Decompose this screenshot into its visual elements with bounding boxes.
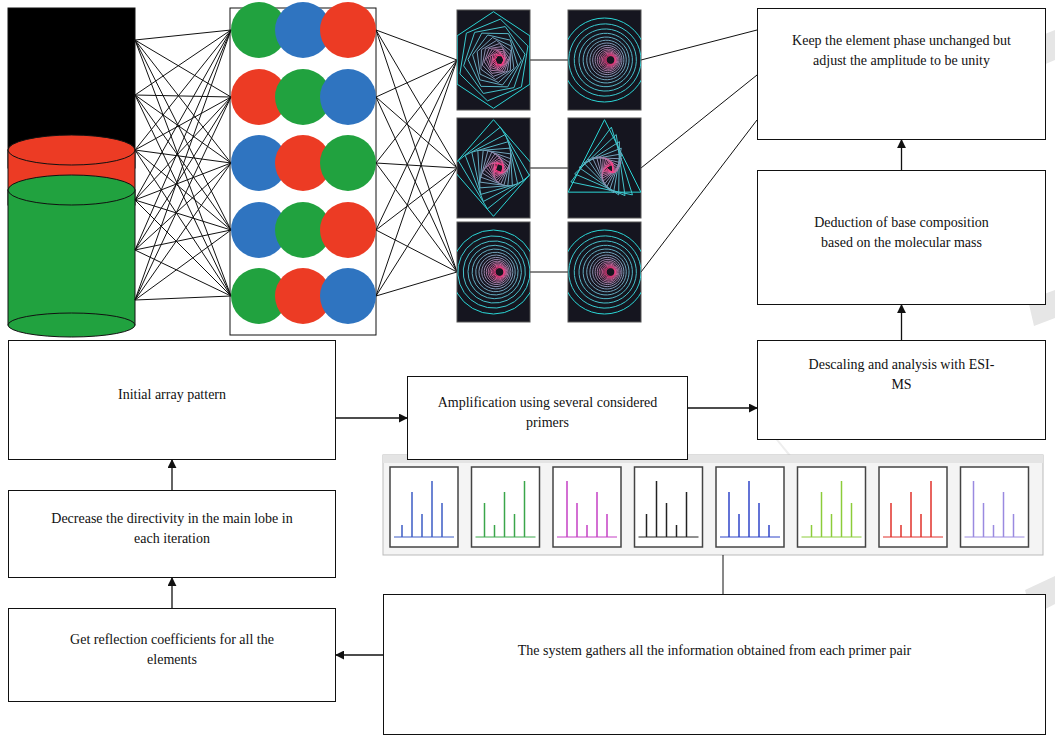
cylinder-stack [8,8,135,337]
process-box: Initial array pattern [8,340,336,460]
box-label: Keep the element phase unchanged but adj… [787,31,1017,70]
spiral-image [563,10,647,110]
flow-arrow [901,140,902,170]
network-lines [135,30,757,300]
grid-circle [320,135,376,191]
circle-grid [231,2,376,324]
process-box: Amplification using several considered p… [407,376,688,460]
box-label: Get reflection coefficients for all the … [57,630,287,669]
process-box: Get reflection coefficients for all the … [8,608,336,702]
spectrum-panel [961,467,1029,547]
spectrum-panel [798,467,866,547]
box-label: Amplification using several considered p… [438,393,658,432]
process-box: Descaling and analysis with ESI-MS [757,340,1046,440]
process-box: Deduction of base composition based on t… [757,170,1046,305]
spectrum-panel [390,467,458,547]
spectrum-panel [472,467,540,547]
spectrum-panel [716,467,784,547]
flow-arrow [336,654,383,655]
box-label: Descaling and analysis with ESI-MS [802,355,1002,394]
process-box: The system gathers all the information o… [383,594,1046,735]
grid-circle [320,268,376,324]
process-box: Keep the element phase unchanged but adj… [757,8,1046,140]
flow-arrow [901,305,902,340]
grid-circle [320,69,376,125]
flow-arrow [171,460,172,490]
spiral-image [568,118,641,218]
box-label: Initial array pattern [118,385,226,405]
leader-line [723,555,724,594]
spiral-images [452,10,647,322]
box-label: Decrease the directivity in the main lob… [42,509,302,548]
flow-arrow [688,407,757,408]
flow-arrow [336,417,407,418]
box-label: The system gathers all the information o… [518,641,911,661]
spiral-image [563,222,647,322]
grid-circle [320,2,376,58]
flow-arrow [171,578,172,608]
grid-circle [320,202,376,258]
spiral-image [457,10,530,110]
spiral-image [452,222,536,322]
spectrum-strip [383,455,1043,555]
process-box: Decrease the directivity in the main lob… [8,490,336,578]
spiral-image [452,118,536,218]
spectrum-panel [879,467,947,547]
spectrum-panel [635,467,703,547]
spectrum-panel [553,467,621,547]
box-label: Deduction of base composition based on t… [802,213,1002,252]
